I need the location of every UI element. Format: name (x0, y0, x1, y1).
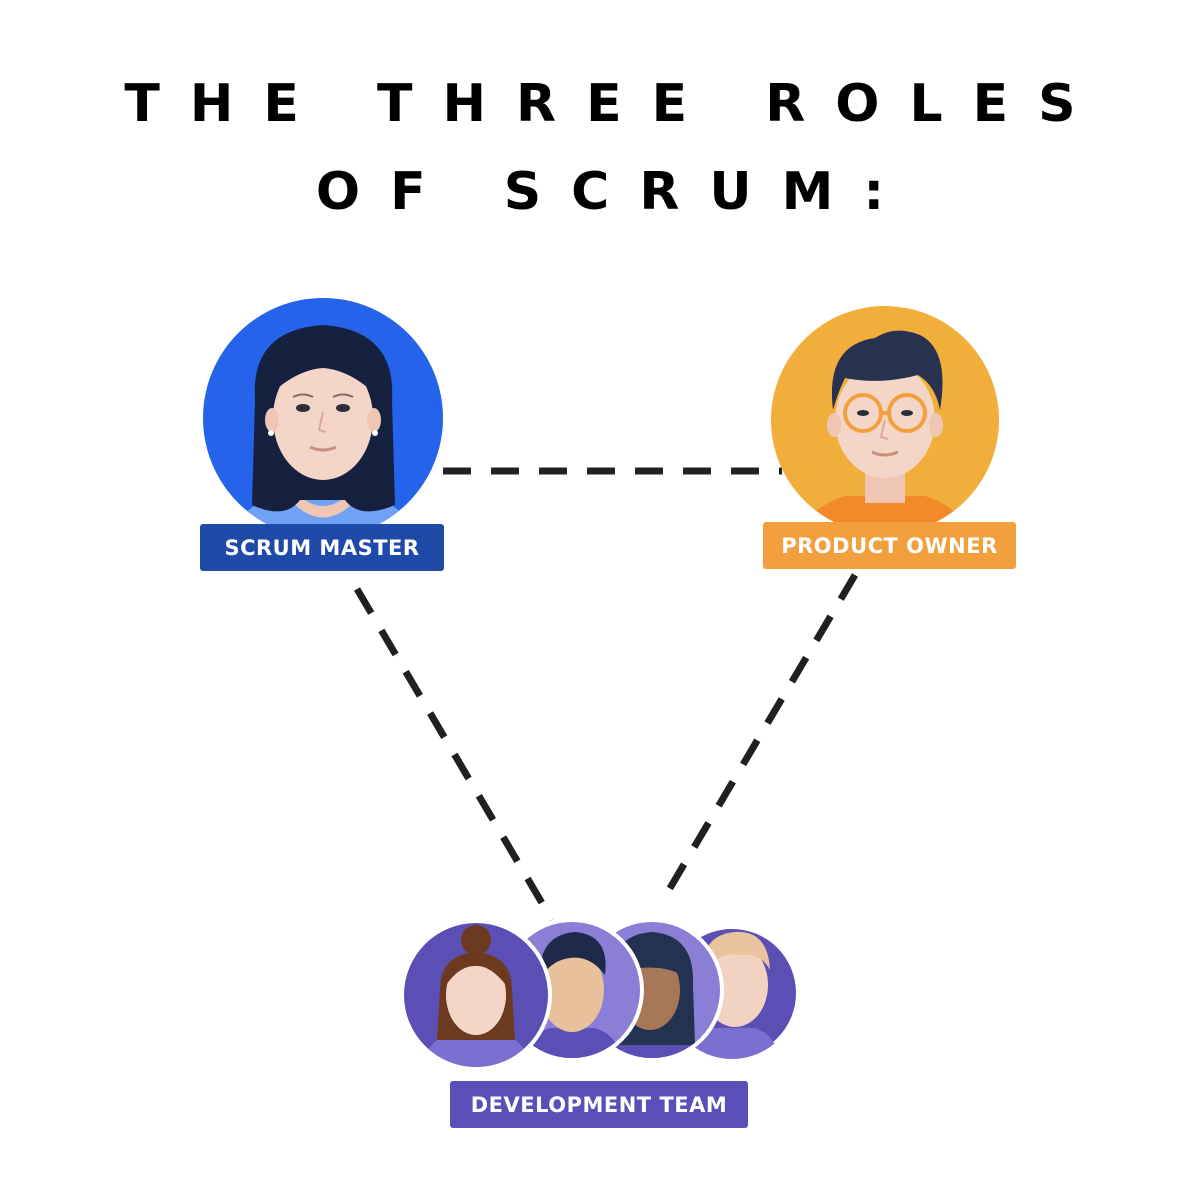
development-team-label: DEVELOPMENT TEAM (450, 1081, 748, 1128)
connector-po-dev (656, 573, 859, 907)
development-team-avatars (400, 918, 800, 1071)
product-owner-label: PRODUCT OWNER (763, 522, 1016, 569)
product-owner-avatar (771, 306, 999, 534)
scrum-master-avatar (203, 298, 443, 538)
dev-member-1-avatar (400, 919, 552, 1071)
connector-sm-dev (353, 587, 556, 922)
scrum-master-label: SCRUM MASTER (200, 524, 444, 571)
page-title-line-2: OF SCRUM: (315, 162, 915, 222)
page-title-line-1: THE THREE ROLES (124, 74, 1106, 134)
connector-lines (353, 467, 859, 922)
